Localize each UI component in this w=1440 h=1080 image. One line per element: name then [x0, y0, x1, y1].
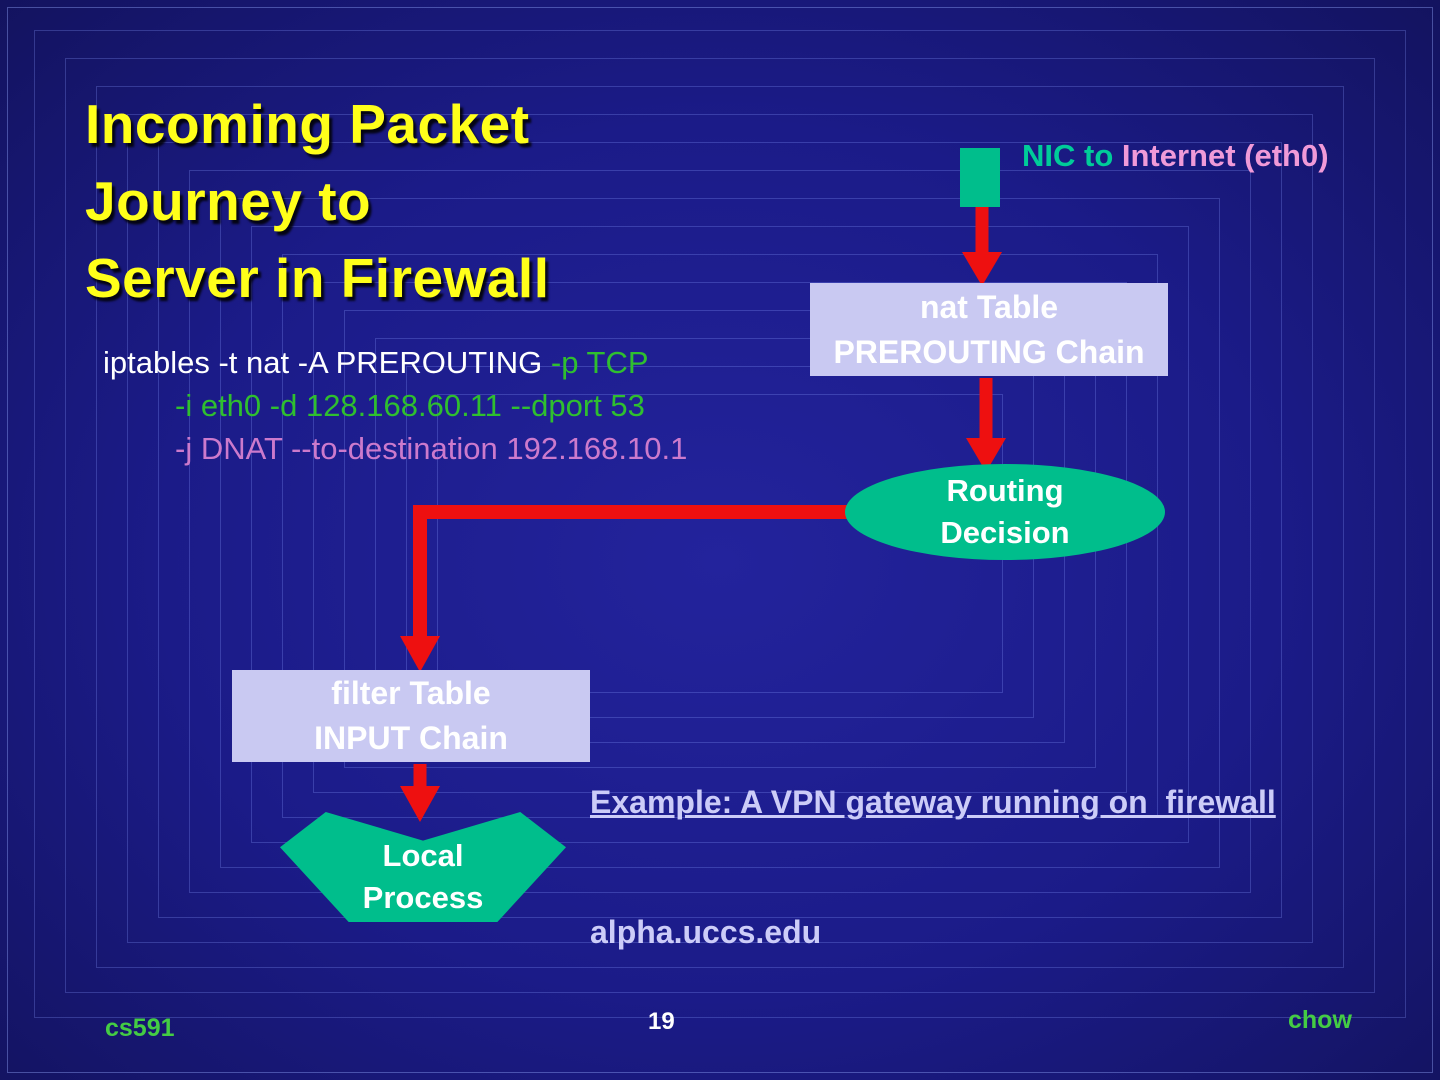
nic-label-pink: Internet (eth0) [1121, 138, 1329, 173]
command-line-1: iptables -t nat -A PREROUTING -p TCP [103, 342, 687, 385]
decorative-frame [7, 7, 1433, 1073]
command-line-3: -j DNAT --to-destination 192.168.10.1 [175, 430, 688, 466]
routing-line-2: Decision [940, 515, 1070, 550]
routing-decision-ellipse: Routing Decision [845, 464, 1165, 560]
title-line-1: Incoming Packet [85, 93, 530, 155]
command-line-1-green: -p TCP [550, 345, 649, 380]
command-line-2: -i eth0 -d 128.168.60.11 --dport 53 [175, 387, 645, 423]
footer-page-number: 19 [648, 1008, 675, 1035]
title-line-3: Server in Firewall [85, 247, 550, 309]
title-line-2: Journey to [85, 170, 372, 232]
nat-box-line-1: nat Table [919, 288, 1059, 325]
filter-box-line-2: INPUT Chain [314, 720, 508, 756]
example-note: Example: A VPN gateway running on firewa… [590, 695, 1276, 1041]
local-process-line-2: Process [362, 880, 484, 915]
footer-course: cs591 [105, 1014, 175, 1042]
filter-box-line-1: filter Table [331, 675, 491, 712]
example-line-2: alpha.uccs.edu [590, 913, 822, 950]
nic-label-teal: NIC to [1022, 138, 1122, 173]
iptables-command: iptables -t nat -A PREROUTING -p TCP -i … [103, 342, 687, 470]
footer-author: chow [1288, 1006, 1352, 1034]
local-process-line-1: Local [382, 838, 464, 874]
routing-line-1: Routing [946, 473, 1064, 509]
nat-prerouting-box: nat Table PREROUTING Chain [810, 283, 1168, 376]
slide-title: Incoming Packet Journey to Server in Fir… [85, 86, 550, 317]
nic-label: NIC to Internet (eth0) [1022, 138, 1329, 174]
example-line-1: Example: A VPN gateway running on firewa… [590, 784, 1276, 821]
command-line-1-white: iptables -t nat -A PREROUTING [103, 345, 551, 380]
filter-input-box: filter Table INPUT Chain [232, 670, 590, 762]
nat-box-line-2: PREROUTING Chain [833, 333, 1145, 370]
nic-icon [960, 148, 1000, 207]
